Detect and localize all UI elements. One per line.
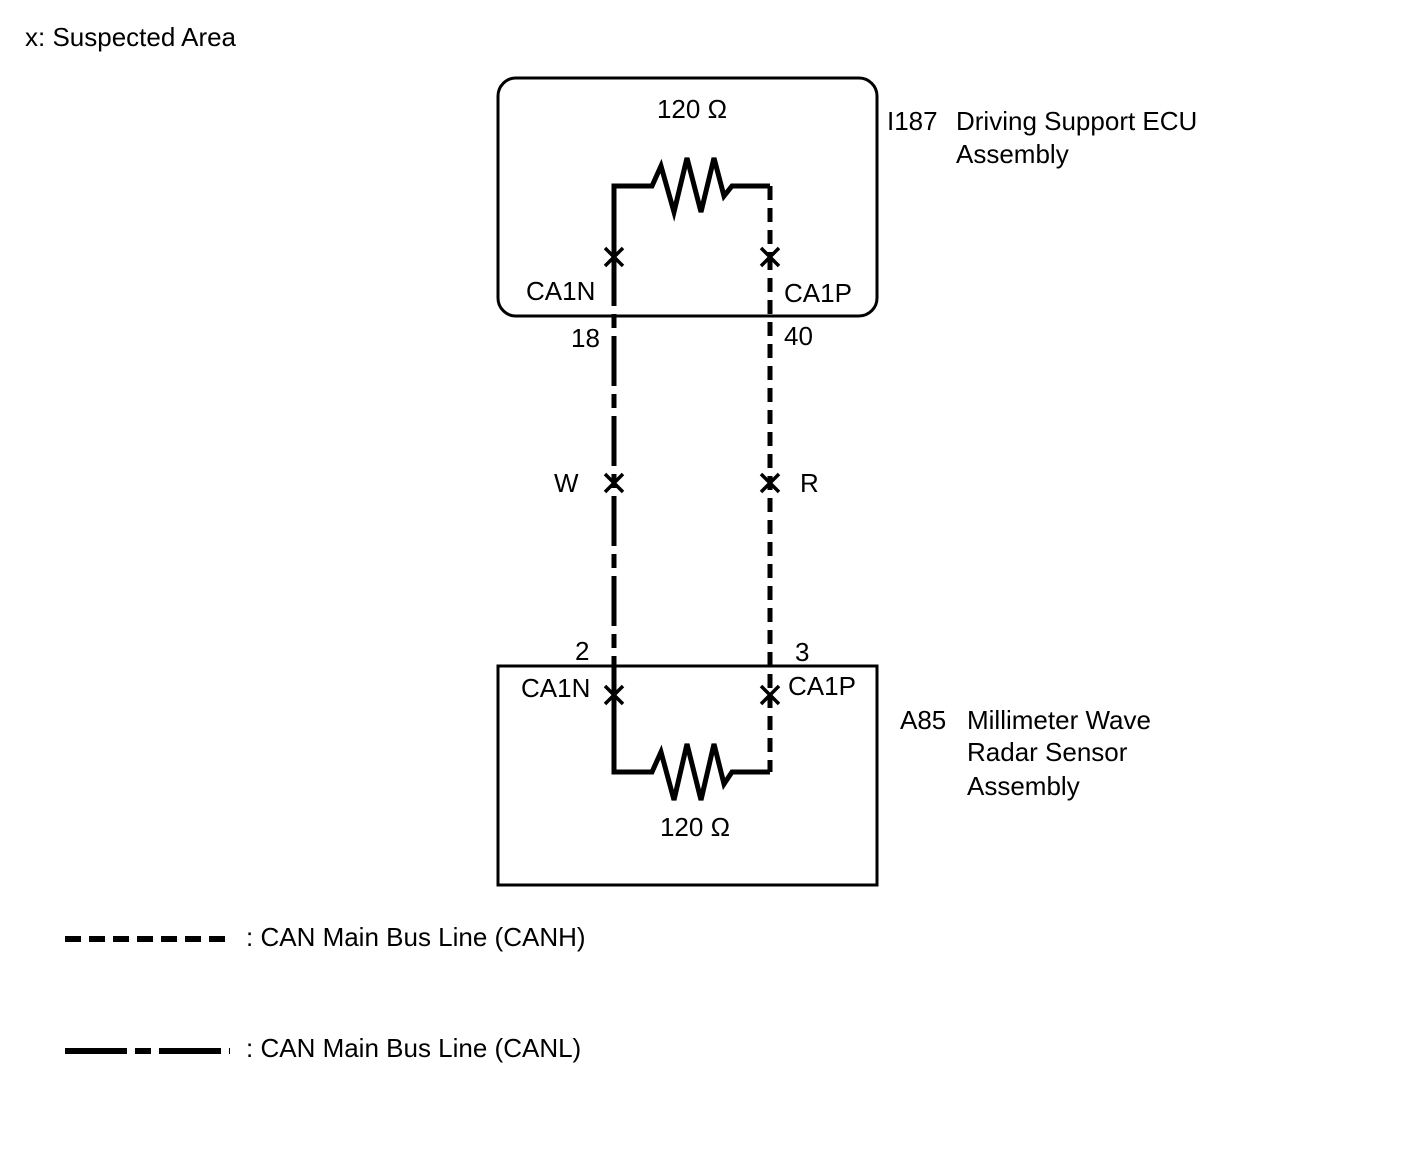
canl-wire-color: W	[554, 468, 579, 498]
radar-name-line1: Millimeter Wave	[967, 705, 1151, 735]
radar-box	[496, 664, 879, 887]
x-mark-canh-wire	[759, 472, 781, 494]
radar-resistor-label: 120 Ω	[660, 812, 730, 842]
radar-pin-ca1p-label: CA1P	[788, 671, 856, 701]
radar-name-line3: Assembly	[967, 771, 1080, 801]
radar-pin-2-label: 2	[575, 636, 589, 666]
ecu-resistor-symbol	[611, 157, 770, 256]
radar-pin-3-label: 3	[795, 637, 809, 667]
ecu-pin-ca1n-label: CA1N	[526, 276, 595, 306]
ecu-resistor-label: 120 Ω	[657, 94, 727, 124]
x-mark-canl-wire	[603, 472, 625, 494]
radar-resistor-symbol	[611, 694, 770, 801]
ecu-code: I187	[887, 106, 938, 136]
radar-name-line2: Radar Sensor	[967, 737, 1128, 767]
ecu-box	[496, 76, 879, 318]
x-mark-ecu-ca1n	[603, 246, 625, 268]
legend-canh-label: : CAN Main Bus Line (CANH)	[246, 922, 586, 952]
ecu-pin-40-label: 40	[784, 321, 813, 351]
ecu-pin-18-label: 18	[571, 323, 600, 353]
radar-pin-ca1n-label: CA1N	[521, 673, 590, 703]
canh-wire-color: R	[800, 468, 819, 498]
ecu-name-line1: Driving Support ECU	[956, 106, 1197, 136]
x-mark-ecu-ca1p	[759, 246, 781, 268]
ecu-pin-ca1p-label: CA1P	[784, 278, 852, 308]
ecu-name-line2: Assembly	[956, 139, 1069, 169]
radar-code: A85	[900, 705, 946, 735]
suspected-area-note: x: Suspected Area	[25, 22, 237, 52]
legend-canl-label: : CAN Main Bus Line (CANL)	[246, 1033, 581, 1063]
